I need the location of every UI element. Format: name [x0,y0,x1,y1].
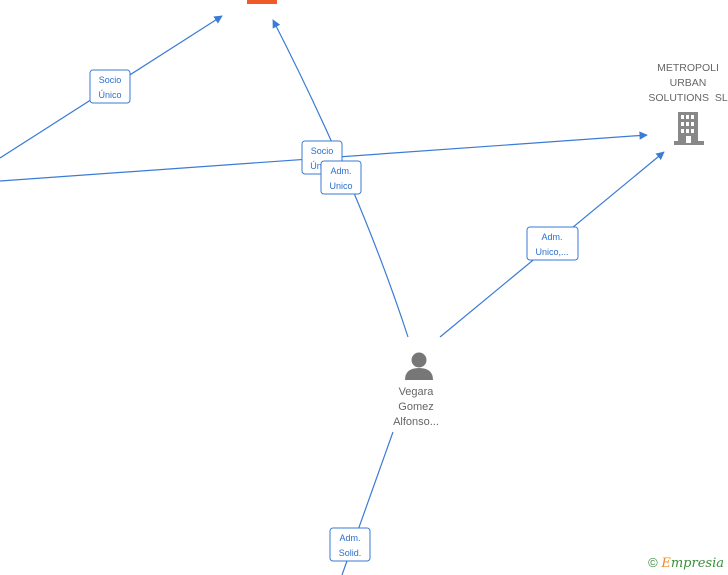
edge-label-bottom-to-person[interactable]: Adm. Solid. [329,527,371,562]
company-building-icon[interactable] [674,112,704,145]
person-label-line: Vegara [398,386,434,398]
edge-label-line: Unico,... [535,247,568,257]
edge-label-person-to-company[interactable]: Adm. Unico,... [526,226,579,261]
edge-label-line: Socio [99,75,122,85]
person-label-line: Gomez [398,401,434,413]
person-node-label[interactable]: Vegara Gomez Alfonso... [376,385,456,430]
company-node-label[interactable]: METROPOLI URBAN SOLUTIONS SL [640,61,728,106]
edge-label-line: Socio [311,146,334,156]
edge-label-line: Adm. [330,166,351,176]
company-label-line: SOLUTIONS SL [648,92,728,104]
edge-label-line: Único [98,90,121,100]
edge-label-line: Unico [329,181,352,191]
brand-initial: E [661,556,671,571]
edge-label-left-to-top[interactable]: Socio Único [89,69,131,104]
edge-label-line: Ún [310,161,322,171]
person-icon[interactable] [405,352,433,381]
edge-label-line: Solid. [339,548,362,558]
edge-label-person-to-top[interactable]: Adm. Unico [320,160,362,195]
company-label-line: URBAN [669,77,707,89]
person-label-line: Alfonso... [393,416,439,428]
edge-label-line: Adm. [339,533,360,543]
empresia-watermark: © Empresia [648,555,724,571]
company-label-line: METROPOLI [657,62,719,74]
copyright-symbol: © [648,555,658,570]
brand-name: mpresia [670,556,724,571]
top-company-building-icon[interactable] [247,0,277,4]
edge-label-line: Adm. [541,232,562,242]
